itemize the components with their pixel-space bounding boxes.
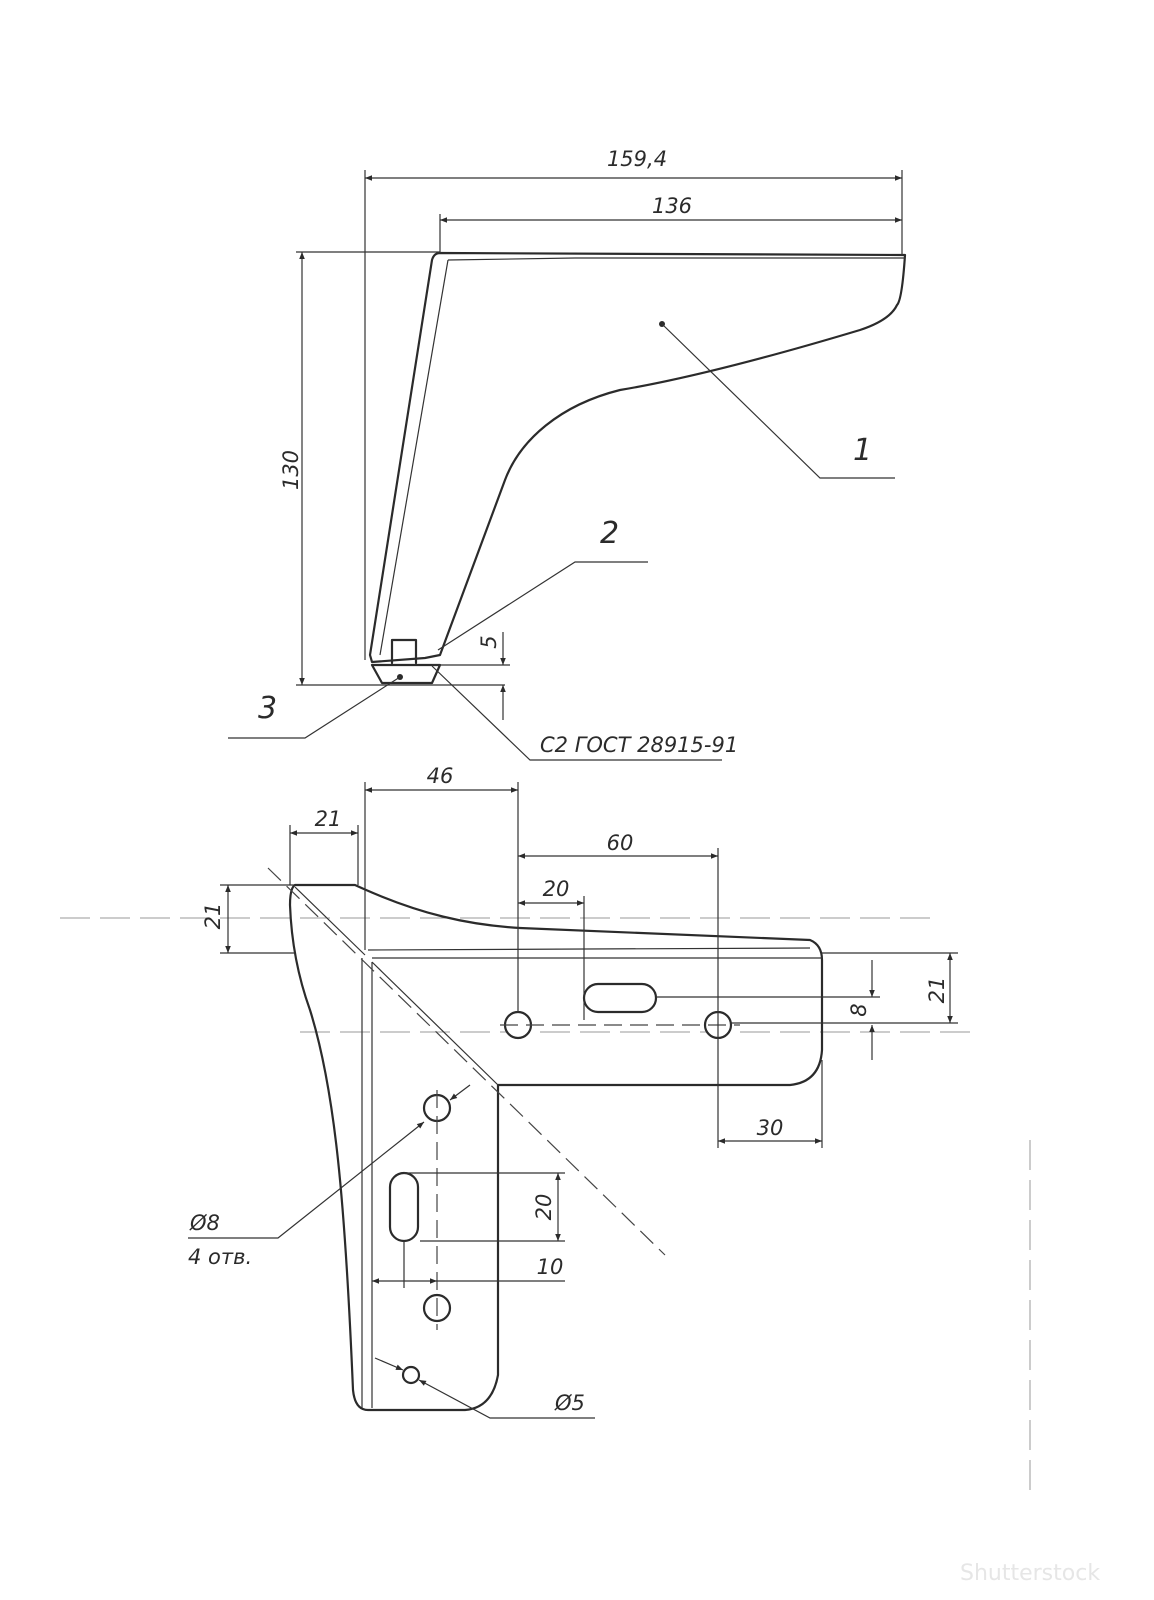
callout-1-label: 1 [853, 433, 872, 468]
bend-diagonal-2 [371, 961, 499, 1086]
callout-2-leader [437, 561, 648, 651]
leg-top-edge [447, 257, 905, 261]
dim-30-label: 30 [757, 1116, 784, 1140]
flange-line-horizontal [367, 947, 811, 951]
dim-136-label: 136 [652, 194, 692, 218]
plan-view: 46 21 21 60 20 21 8 30 [60, 764, 1031, 1500]
dim-20h-label: 20 [543, 877, 570, 901]
dim-159-label: 159,4 [607, 147, 667, 171]
hole-d5-leader [418, 1379, 595, 1419]
slot-horizontal [582, 982, 658, 1014]
dim-46-label: 46 [427, 764, 454, 788]
dim-20v-label: 20 [532, 1194, 556, 1221]
hole-d5-arrow-in [374, 1357, 404, 1371]
callout-3-leader [228, 676, 401, 739]
slot-vertical [388, 1171, 420, 1243]
hole-d8-arrow-out [449, 1084, 471, 1101]
hole-d8-leader [188, 1121, 425, 1239]
hole-d5 [401, 1365, 421, 1385]
dim-60-label: 60 [607, 831, 634, 855]
bend-diagonal [294, 886, 366, 956]
diagonal-center-line [267, 867, 666, 1256]
dim-21-right-label: 21 [925, 977, 949, 1004]
dim-8-label: 8 [847, 1003, 871, 1016]
elevation-view: 159,4 136 130 5 1 2 3 С2 ГОСТ 28915-91 [228, 147, 907, 761]
hole-d8-count-label: 4 отв. [188, 1245, 252, 1269]
dim-21-top-label: 21 [315, 807, 342, 831]
dim-5-label: 5 [477, 635, 501, 648]
callout-3-label: 3 [258, 691, 277, 726]
dim-10-label: 10 [537, 1255, 564, 1279]
weld-note-leader [431, 665, 722, 761]
callout-1-leader [661, 323, 895, 479]
bracket-outline [288, 883, 824, 1412]
watermark-text: Shutterstock [960, 1561, 1100, 1586]
leg-bend-line [379, 259, 449, 656]
hole-d5-label: Ø5 [554, 1391, 585, 1415]
weld-note-label: С2 ГОСТ 28915-91 [540, 733, 738, 757]
leg-body-outline [368, 251, 907, 664]
dim-130-label: 130 [279, 450, 303, 490]
hole-d8-label: Ø8 [189, 1211, 220, 1235]
foot-clip [390, 638, 418, 665]
foot-part [370, 663, 442, 685]
callout-2-label: 2 [600, 516, 619, 551]
dim-21-left-label: 21 [201, 903, 225, 930]
